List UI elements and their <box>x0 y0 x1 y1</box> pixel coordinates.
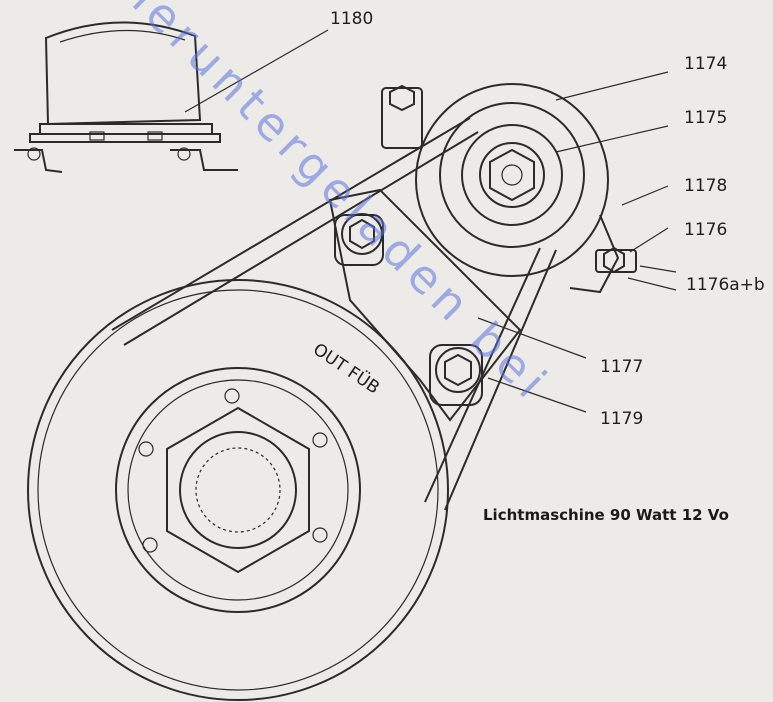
label-1176: 1176 <box>684 220 727 240</box>
label-1179: 1179 <box>600 409 643 429</box>
generator <box>381 83 637 294</box>
label-1174: 1174 <box>684 54 727 74</box>
caption: Lichtmaschine 90 Watt 12 Vo <box>483 506 729 524</box>
crankshaft-pulley <box>27 279 449 701</box>
pulley-marking: OUT FÜB <box>309 338 384 398</box>
mounting-bracket <box>328 188 522 422</box>
leader-lines <box>184 29 677 413</box>
label-1176ab: 1176a+b <box>686 275 765 295</box>
label-1177: 1177 <box>600 357 643 377</box>
label-1178: 1178 <box>684 176 727 196</box>
regulator-unit <box>14 21 238 173</box>
label-1180: 1180 <box>330 9 373 29</box>
label-1175: 1175 <box>684 108 727 128</box>
